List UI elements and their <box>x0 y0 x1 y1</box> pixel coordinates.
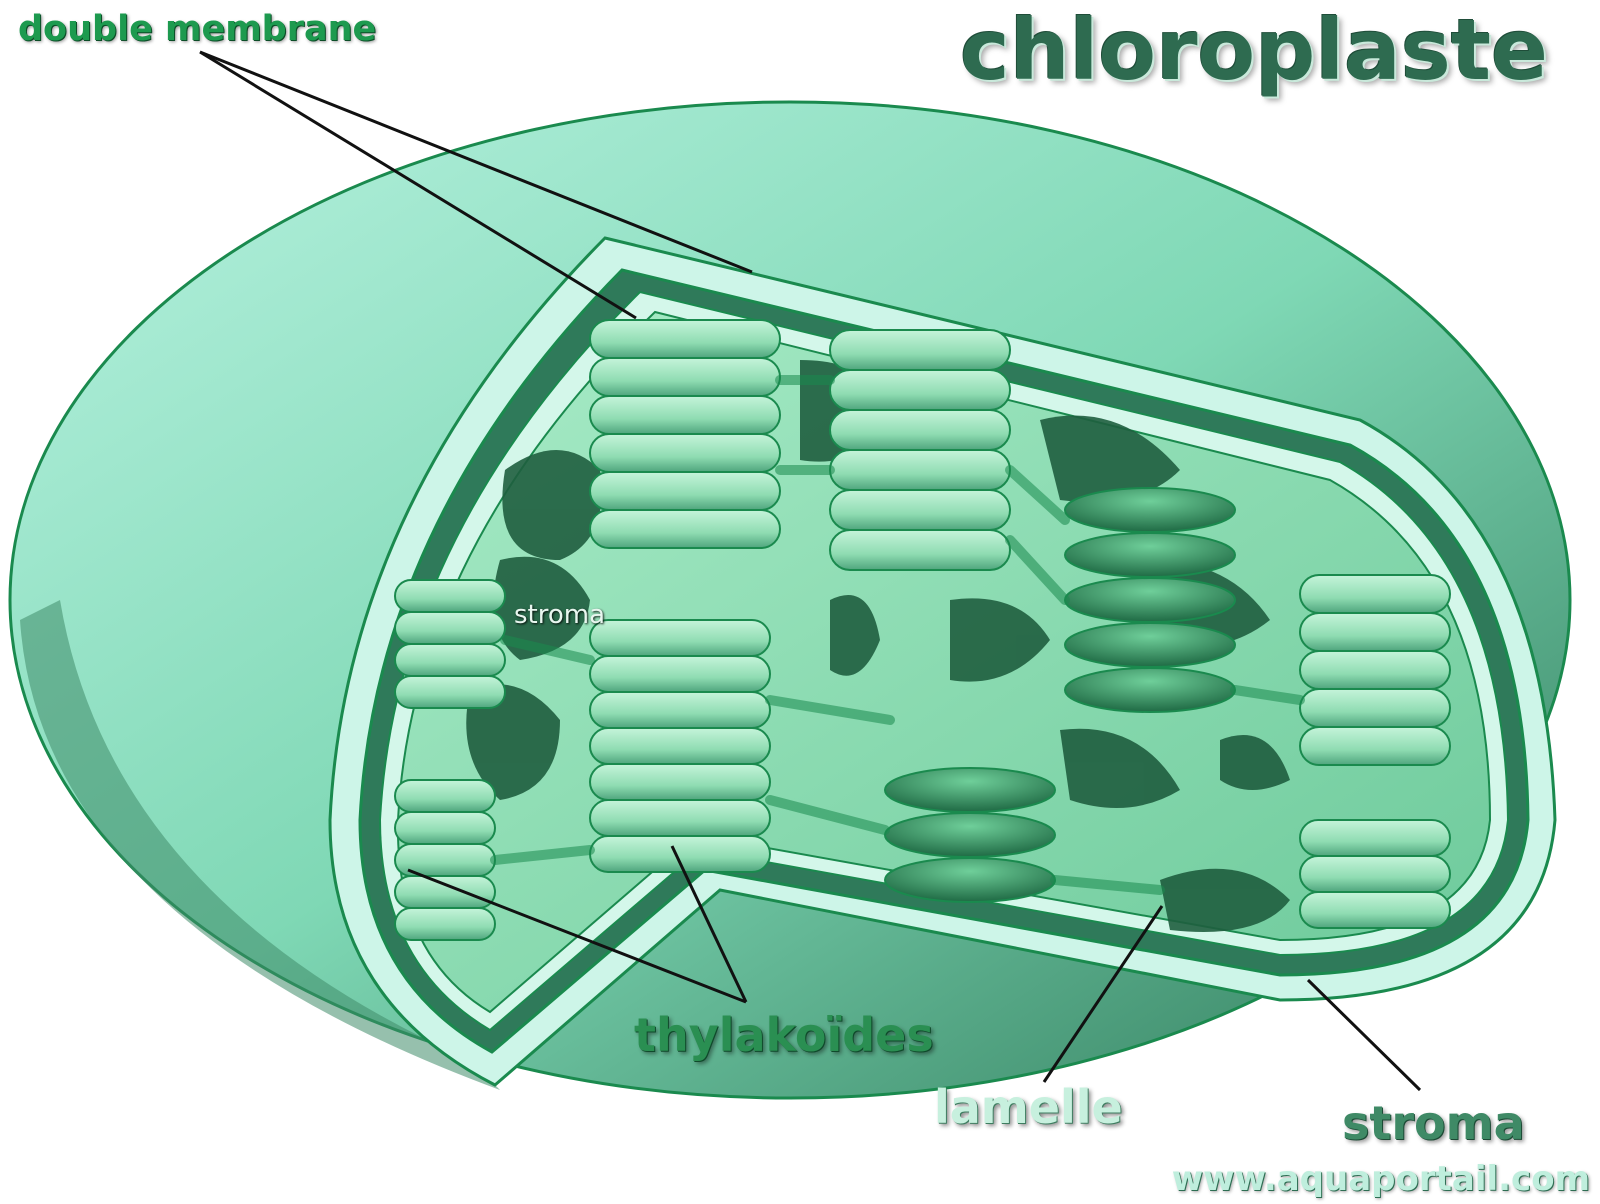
granum-center <box>829 329 1011 571</box>
label-stroma-inner: stroma <box>514 600 606 630</box>
leader-lines <box>199 50 1422 1092</box>
label-lamelle: lamelle <box>934 1080 1123 1134</box>
diagram-title: chloroplaste <box>960 1 1548 99</box>
grana-dark-discs <box>884 487 1236 903</box>
grana-left <box>589 319 781 873</box>
lamellae <box>490 375 1305 895</box>
label-stroma-outer: stroma <box>1342 1096 1525 1150</box>
outer-shell-shadow <box>20 600 500 1090</box>
credit-url: www.aquaportail.com <box>1171 1159 1590 1199</box>
label-thylakoides: thylakoïdes <box>634 1008 934 1062</box>
label-double-membrane: double membrane <box>18 9 377 49</box>
grana-far-left <box>394 579 506 941</box>
granum-right <box>1299 574 1451 929</box>
